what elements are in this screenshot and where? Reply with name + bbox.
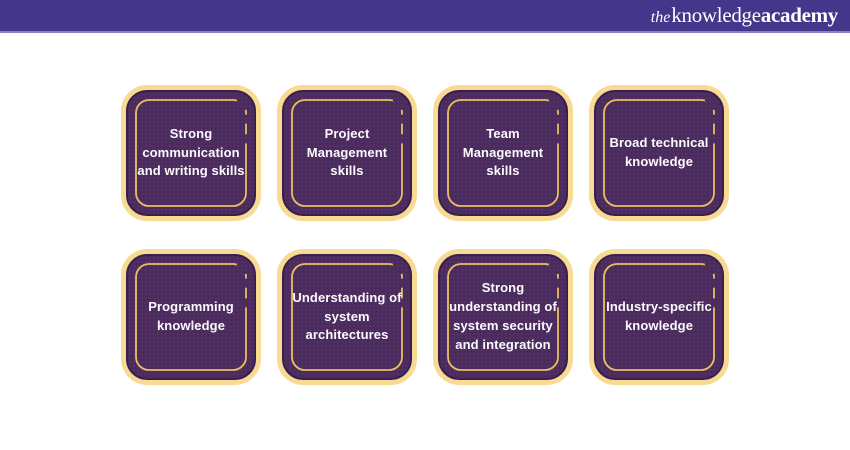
- skill-card-team-management: Team Management skills: [433, 85, 573, 221]
- skill-card-label: Broad technical knowledge: [609, 135, 709, 169]
- skill-card-label: Project Management skills: [306, 125, 388, 179]
- skill-card-communication: Strong communication and writing skills: [121, 85, 261, 221]
- skill-card-body: Strong understanding of system security …: [438, 254, 568, 380]
- skill-card-system-architectures: Understanding of system architectures: [277, 249, 417, 385]
- logo-part-the: the: [650, 9, 671, 26]
- skill-card-label: Industry-specific knowledge: [606, 299, 712, 333]
- skill-card-label: Strong understanding of system security …: [449, 280, 557, 352]
- skill-card-body: Strong communication and writing skills: [126, 90, 256, 216]
- skill-card-label: Understanding of system architectures: [292, 289, 402, 343]
- skill-card-body: Team Management skills: [438, 90, 568, 216]
- skill-card-body: Understanding of system architectures: [282, 254, 412, 380]
- skill-card-body: Project Management skills: [282, 90, 412, 216]
- skill-card-project-management: Project Management skills: [277, 85, 417, 221]
- skill-card-security-integration: Strong understanding of system security …: [433, 249, 573, 385]
- skill-card-broad-technical: Broad technical knowledge: [589, 85, 729, 221]
- skill-card-body: Broad technical knowledge: [594, 90, 724, 216]
- skill-card-body: Industry-specific knowledge: [594, 254, 724, 380]
- skill-card-industry-specific: Industry-specific knowledge: [589, 249, 729, 385]
- skill-card-programming: Programming knowledge: [121, 249, 261, 385]
- skill-card-label: Programming knowledge: [148, 299, 234, 333]
- logo-part-academy: academy: [760, 3, 839, 27]
- skill-card-label: Team Management skills: [462, 125, 544, 179]
- logo-part-knowledge: knowledge: [671, 3, 761, 27]
- skills-grid: Strong communication and writing skills …: [0, 85, 850, 385]
- skill-card-body: Programming knowledge: [126, 254, 256, 380]
- skill-card-label: Strong communication and writing skills: [137, 125, 245, 179]
